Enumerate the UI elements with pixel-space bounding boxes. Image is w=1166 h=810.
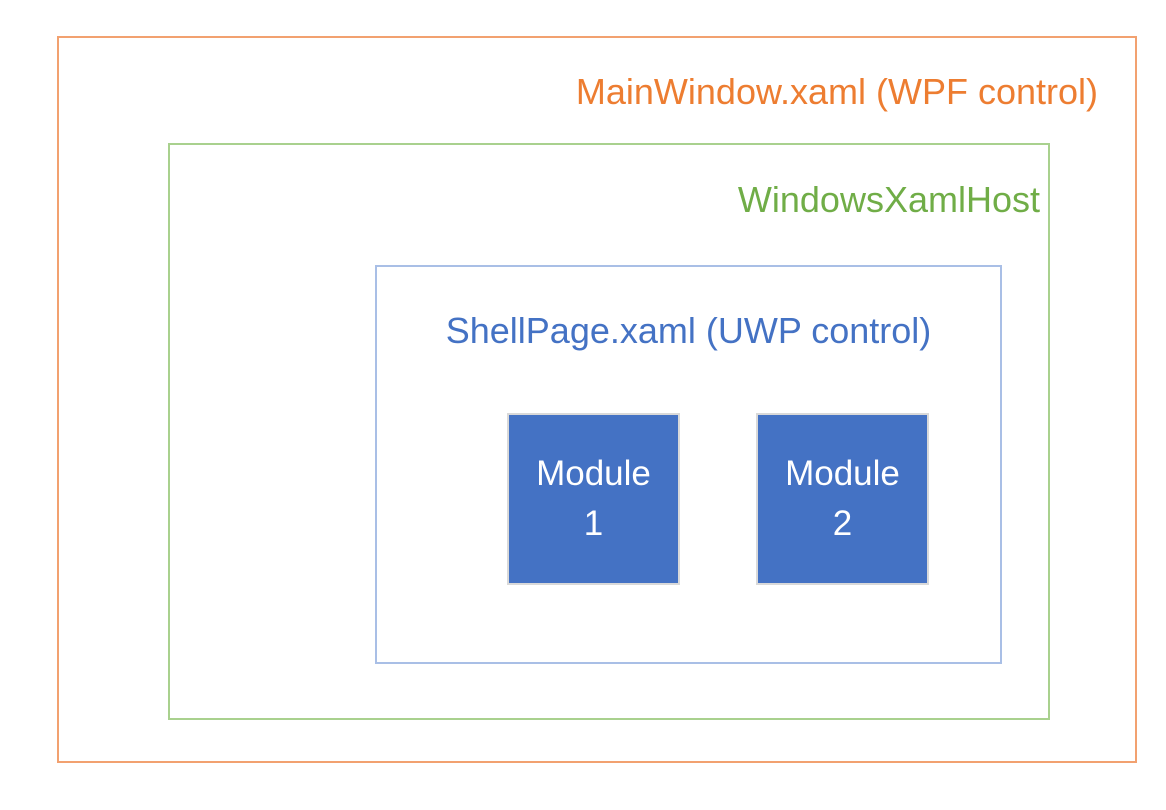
module-2-box: Module 2 — [756, 413, 929, 585]
module-1-number: 1 — [583, 504, 604, 543]
module-1-box: Module 1 — [507, 413, 680, 585]
module-1-name: Module — [536, 454, 651, 493]
mainwindow-wpf-box: MainWindow.xaml (WPF control) WindowsXam… — [57, 36, 1137, 763]
module-2-number: 2 — [832, 504, 853, 543]
shellpage-label: ShellPage.xaml (UWP control) — [445, 310, 932, 351]
module-2-name: Module — [785, 454, 900, 493]
windows-xaml-host-label: WindowsXamlHost — [737, 179, 1040, 220]
windows-xaml-host-box: WindowsXamlHost ShellPage.xaml (UWP cont… — [168, 143, 1050, 720]
shellpage-uwp-box: ShellPage.xaml (UWP control) Module 1 Mo… — [375, 265, 1002, 664]
mainwindow-label: MainWindow.xaml (WPF control) — [575, 71, 1098, 112]
